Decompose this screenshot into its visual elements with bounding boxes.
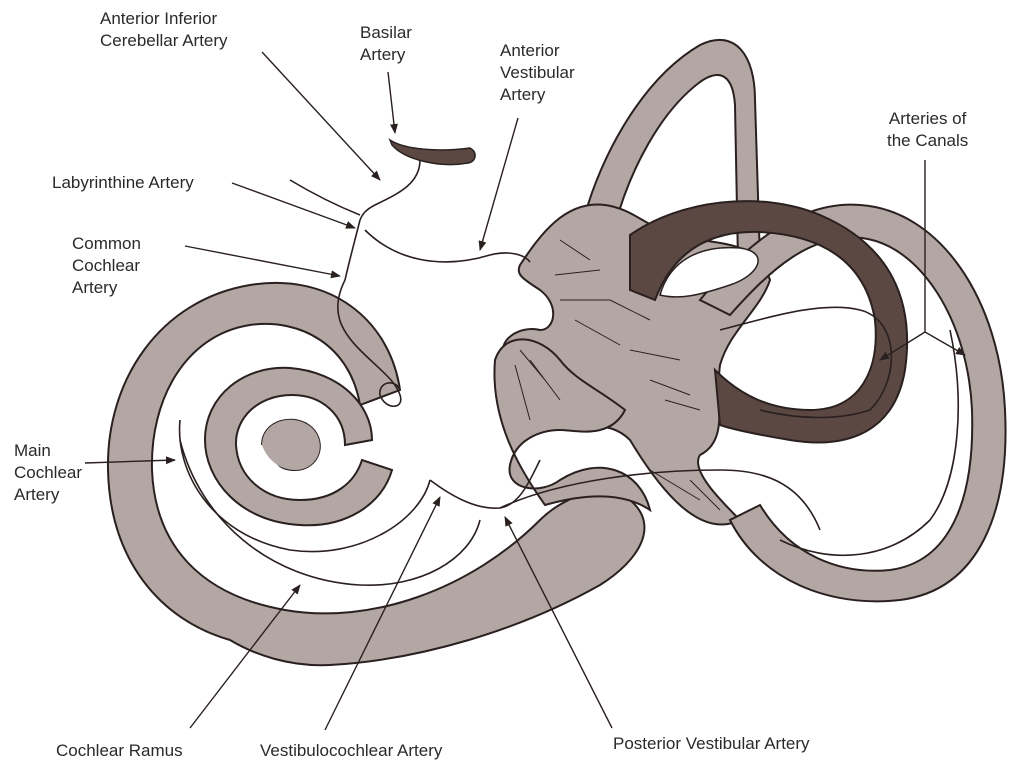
label-line: Anterior Inferior [100,8,228,30]
label-line: Vestibular [500,62,575,84]
leader-aica [262,52,380,180]
leader-anterior-vestibular [480,118,518,250]
leader-basilar [388,72,395,133]
label-vestibulocochlear-artery: Vestibulocochlear Artery [260,740,442,762]
label-labyrinthine-artery: Labyrinthine Artery [52,172,194,194]
label-line: Artery [14,484,82,506]
label-line: Vestibulocochlear Artery [260,740,442,762]
label-line: Cochlear [72,255,141,277]
labyrinthine-trunk [345,220,360,280]
label-common-cochlear-artery: Common Cochlear Artery [72,233,141,299]
label-line: Artery [72,277,141,299]
label-line: Cochlear Ramus [56,740,183,762]
label-posterior-vestibular-artery: Posterior Vestibular Artery [613,733,810,755]
label-line: Labyrinthine Artery [52,172,194,194]
label-line: Common [72,233,141,255]
label-line: Artery [500,84,575,106]
label-arteries-of-the-canals: Arteries of the Canals [887,108,968,152]
basilar-artery-shape [390,140,475,164]
label-line: Main [14,440,82,462]
label-line: Artery [360,44,412,66]
label-anterior-vestibular-artery: Anterior Vestibular Artery [500,40,575,106]
label-cochlear-ramus: Cochlear Ramus [56,740,183,762]
label-line: Cerebellar Artery [100,30,228,52]
label-line: Arteries of [887,108,968,130]
label-line: Anterior [500,40,575,62]
label-anterior-inferior-cerebellar-artery: Anterior Inferior Cerebellar Artery [100,8,228,52]
label-line: the Canals [887,130,968,152]
label-basilar-artery: Basilar Artery [360,22,412,66]
label-line: Posterior Vestibular Artery [613,733,810,755]
leader-common-cochlear [185,246,340,276]
label-line: Basilar [360,22,412,44]
cochlea-apex-fill [262,420,320,470]
vestibular-trunk [365,230,530,262]
label-main-cochlear-artery: Main Cochlear Artery [14,440,82,506]
label-line: Cochlear [14,462,82,484]
aica-vessel [290,180,360,215]
